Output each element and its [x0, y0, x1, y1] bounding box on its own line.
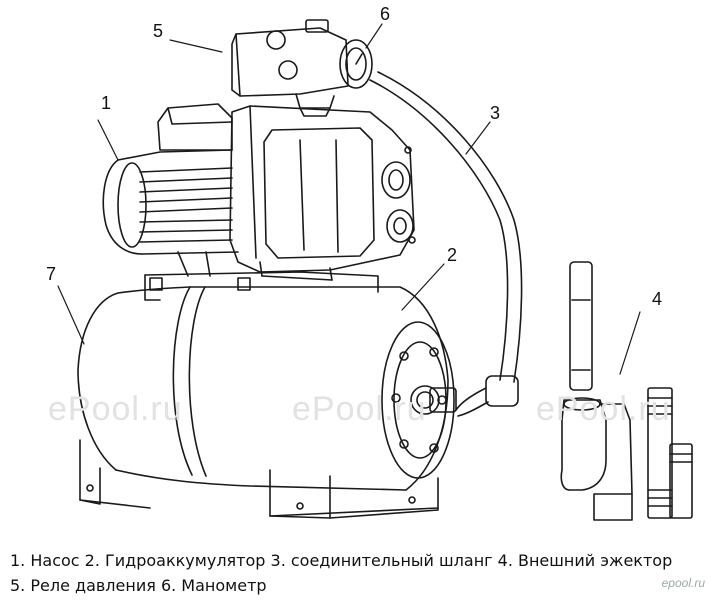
accumulator-tank: [77, 286, 457, 519]
callout-3: 3: [490, 103, 501, 123]
pressure-relay: [231, 19, 349, 117]
external-ejector: [560, 261, 693, 521]
legend-line-1: 1. Насос 2. Гидроаккумулятор 3. соединит…: [10, 551, 673, 570]
callout-1: 1: [101, 93, 112, 113]
mounting-bracket: [144, 251, 379, 301]
connection-hose: [369, 71, 523, 417]
leader-lines: [57, 23, 641, 375]
callout-7: 7: [46, 264, 57, 284]
callout-6: 6: [380, 4, 391, 24]
pump: [102, 103, 416, 281]
callout-5: 5: [153, 21, 164, 41]
callout-2: 2: [447, 245, 458, 265]
pump-station-drawing: [57, 19, 693, 521]
corner-logo: epool.ru: [661, 576, 705, 590]
manometer: [339, 39, 373, 89]
legend-line-2: 5. Реле давления 6. Манометр: [10, 576, 267, 595]
legend: 1. Насос 2. Гидроаккумулятор 3. соединит…: [10, 548, 672, 598]
callout-4: 4: [652, 289, 663, 309]
